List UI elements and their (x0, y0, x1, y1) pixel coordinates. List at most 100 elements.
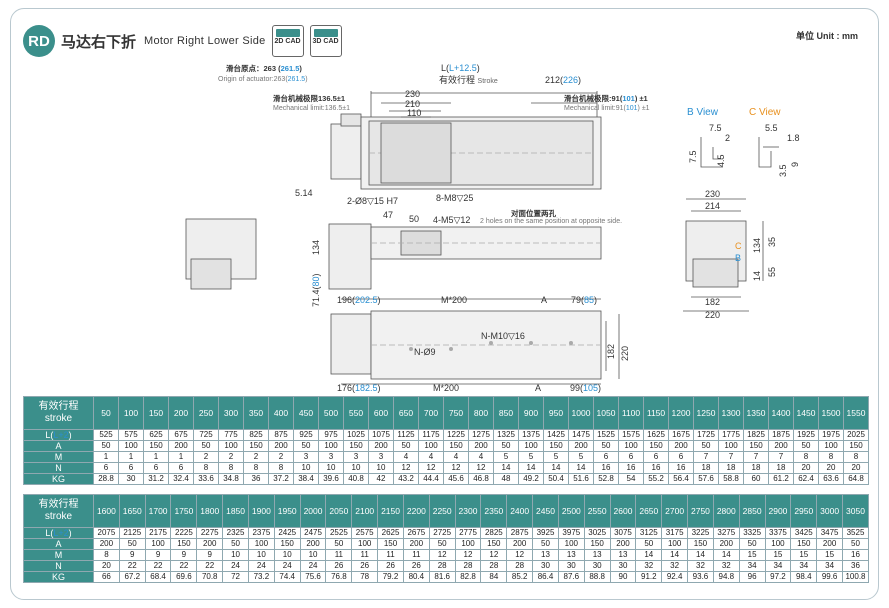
a-row-cell: 150 (443, 440, 469, 452)
a-row-cell: 100 (454, 538, 482, 550)
n-row-cell: 32 (687, 560, 714, 572)
l-row-cell: 775 (218, 429, 244, 441)
n-row-cell: 12 (393, 462, 419, 474)
stroke-row-cell: 2200 (402, 494, 430, 528)
l-row-cell: 2775 (454, 527, 482, 539)
cad-2d-label: 2D CAD (274, 38, 301, 45)
n-row-cell: 26 (377, 560, 404, 572)
l-row-cell: 1225 (443, 429, 469, 441)
n-row-cell: 24 (222, 560, 249, 572)
stroke-row-cell: 1300 (718, 396, 744, 430)
stroke-row-cell: 2550 (583, 494, 611, 528)
dim-196: 196(202.5) (337, 295, 381, 305)
l-row-cell: 1825 (743, 429, 769, 441)
kg-row-cell: 63.6 (818, 473, 844, 485)
stroke-row-cell: 1700 (144, 494, 172, 528)
mech-limit-left-en: Mechanical limit:136.5±1 (273, 105, 350, 112)
a-row-cell: 200 (402, 538, 430, 550)
b-dim-7-5v: 7.5 (688, 150, 698, 163)
n-row-cell: 20 (818, 462, 844, 474)
l-row-cell: 2275 (196, 527, 224, 539)
l-row-cell: 3975 (557, 527, 585, 539)
stroke-row-cell: 1850 (222, 494, 249, 528)
dim-L: L(L+12.5) (441, 63, 480, 73)
stroke-row-cell: 900 (518, 396, 544, 430)
n-row-cell: 16 (643, 462, 669, 474)
n-row-cell: 18 (768, 462, 794, 474)
stroke-row-cell: 2750 (687, 494, 714, 528)
c-dim-3-5: 3.5 (778, 164, 788, 177)
stroke-row-cell: 550 (343, 396, 369, 430)
mech-limit-right-en: Mechanical limit:91(101) ±1 (564, 105, 650, 112)
n-row-cell: 24 (247, 560, 275, 572)
kg-row-cell: 94.8 (712, 571, 740, 583)
a-row-cell: 200 (93, 538, 120, 550)
m-row-cell: 1 (143, 451, 169, 463)
l-row-cell: 2075 (93, 527, 120, 539)
m-row-cell: 8 (93, 549, 120, 561)
m-row-cell: 3 (343, 451, 369, 463)
l-row-cell: 1975 (818, 429, 844, 441)
n-row-cell: 18 (743, 462, 769, 474)
l-row-cell: 925 (293, 429, 319, 441)
stroke-row-cell: 300 (218, 396, 244, 430)
l-row-cell: 1375 (518, 429, 544, 441)
dim-230: 230 (405, 89, 420, 99)
m-row-cell: 9 (196, 549, 224, 561)
kg-row-cell: 49.2 (518, 473, 544, 485)
origin-en: Origin of actuator:263(261.5) (218, 76, 308, 83)
l-row-cell: 2575 (351, 527, 379, 539)
hole-m5: 4-M5▽12 (433, 215, 470, 225)
kg-row-cell: 48 (493, 473, 519, 485)
m-row-cell: 14 (635, 549, 663, 561)
kg-row-cell: 34.8 (218, 473, 244, 485)
dim-50: 50 (409, 214, 419, 224)
a-row-cell: 50 (193, 440, 219, 452)
stroke-row-cell: 3050 (842, 494, 869, 528)
a-row-cell: 50 (635, 538, 663, 550)
stroke-label: 有效行程 Stroke (439, 74, 498, 85)
kg-row-cell: 38.4 (293, 473, 319, 485)
n-row-cell: 6 (93, 462, 119, 474)
m-row-cell: 12 (480, 549, 508, 561)
dim-220-bottom: 220 (620, 346, 630, 361)
n-row-cell: 8 (193, 462, 219, 474)
n-row-cell: 16 (618, 462, 644, 474)
a-row-cell: 200 (816, 538, 844, 550)
kg-row-cell: 56.4 (668, 473, 694, 485)
a-row-cell: 100 (764, 538, 792, 550)
l-row-cell: 2425 (273, 527, 301, 539)
a-row-cell: 100 (247, 538, 275, 550)
m-row-cell: 10 (273, 549, 301, 561)
stroke-row-cell: 2950 (790, 494, 818, 528)
kg-row-cell: 92.4 (661, 571, 689, 583)
a-row-cell: 100 (818, 440, 844, 452)
a-row-cell: 150 (843, 440, 869, 452)
cad-3d-button[interactable]: 3D CAD (309, 25, 342, 57)
a-row-cell: 100 (618, 440, 644, 452)
a-row-cell: 200 (168, 440, 194, 452)
m-row-cell: 10 (222, 549, 249, 561)
m-row-cell: 8 (843, 451, 869, 463)
n-row-cell: 6 (168, 462, 194, 474)
n-row-cell: 14 (568, 462, 594, 474)
kg-row-cell: 40.8 (343, 473, 369, 485)
kg-row-cell: 60 (743, 473, 769, 485)
kg-row-cell: 91.2 (635, 571, 663, 583)
side-dim-134: 134 (752, 238, 762, 253)
n-row-cell: 30 (583, 560, 611, 572)
stroke-row-cell: 1900 (247, 494, 275, 528)
n-row-cell: 34 (790, 560, 818, 572)
a-row-label: A (23, 538, 94, 550)
stroke-row-cell: 2800 (712, 494, 740, 528)
cad-2d-button[interactable]: 2D CAD (271, 25, 304, 57)
a-row-cell: 100 (518, 440, 544, 452)
m-row-cell: 12 (454, 549, 482, 561)
m-row-cell: 6 (668, 451, 694, 463)
kg-row-cell: 75.6 (299, 571, 327, 583)
